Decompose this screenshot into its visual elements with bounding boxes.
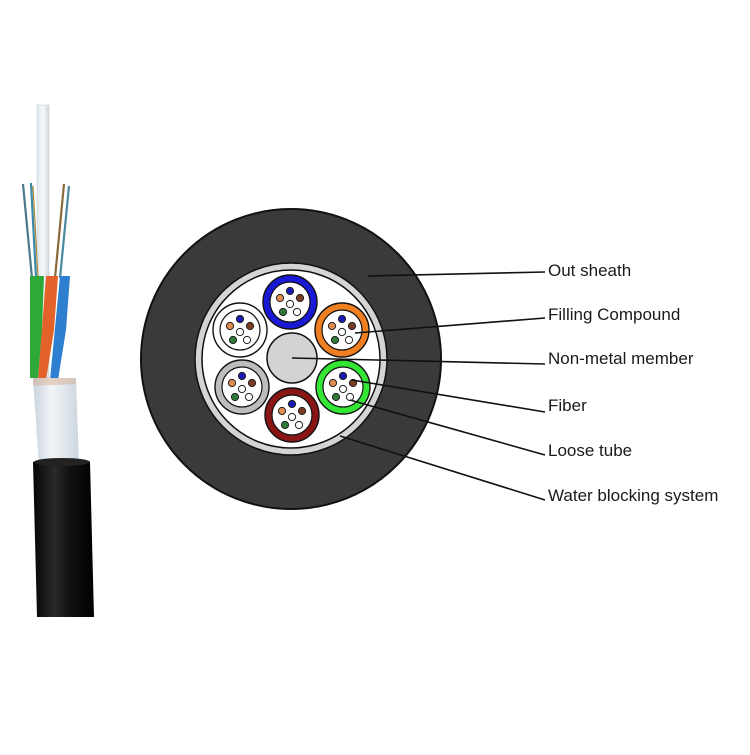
fiber-icon [328,378,338,388]
fiber-icon [344,335,354,345]
fiber-icon [292,307,302,317]
loose-tube-green [315,359,371,415]
fiber-icon [228,335,238,345]
leader-fiber [351,379,546,413]
fiber-icon [327,321,337,331]
leader-water-blocking [339,435,546,501]
loose-tube-orange [314,302,370,358]
fiber-icon [338,384,348,394]
fiber-icon [330,335,340,345]
bare-fibers [21,182,71,279]
fiber-icon [278,307,288,317]
cable-cross-section [140,208,442,510]
fiber-icon [285,299,295,309]
loose-tube-white [212,302,268,358]
leader-non-metal-member [291,357,546,365]
fiber-icon [295,293,305,303]
label-water-blocking-system: Water blocking system [548,486,719,505]
fiber-icon [244,392,254,402]
fiber-icon [235,327,245,337]
fiber-icon [237,384,247,394]
loose-tube-gray [214,359,270,415]
label-out-sheath: Out sheath [548,261,632,280]
fiber-icon [287,412,297,422]
fiber-icon [297,406,307,416]
fiber-icon [337,314,347,324]
fiber-icon [338,371,348,381]
fiber-icon [230,392,240,402]
fiber-icon [345,392,355,402]
outer-jacket [33,458,94,617]
fiber-icon [337,327,347,337]
leader-filling-compound [354,317,546,334]
loose-tube-blue [262,274,318,330]
fiber-icon [285,286,295,296]
fiber-icon [294,420,304,430]
fiber-icon [235,314,245,324]
leader-out-sheath [367,271,546,277]
fiber-icon [287,399,297,409]
fiber-icon [280,420,290,430]
fiber-icon [331,392,341,402]
fiber-icon [225,321,235,331]
fiber-icon [247,378,257,388]
label-non-metal-member: Non-metal member [548,349,694,368]
cable-photo [21,104,94,617]
label-fiber: Fiber [548,396,587,415]
fiber-icon [242,335,252,345]
fiber-icon [227,378,237,388]
label-filling-compound: Filling Compound [548,305,681,324]
leader-lines [291,271,546,501]
fiber-icon [277,406,287,416]
leader-loose-tube [349,399,546,456]
water-blocking-tape [33,378,79,466]
fiber-icon [275,293,285,303]
loose-tubes-photo [30,276,70,380]
fiber-icon [347,321,357,331]
label-loose-tube: Loose tube [548,441,633,460]
loose-tube-dark-red [264,387,320,443]
fiber-icon [245,321,255,331]
fiber-icon [237,371,247,381]
